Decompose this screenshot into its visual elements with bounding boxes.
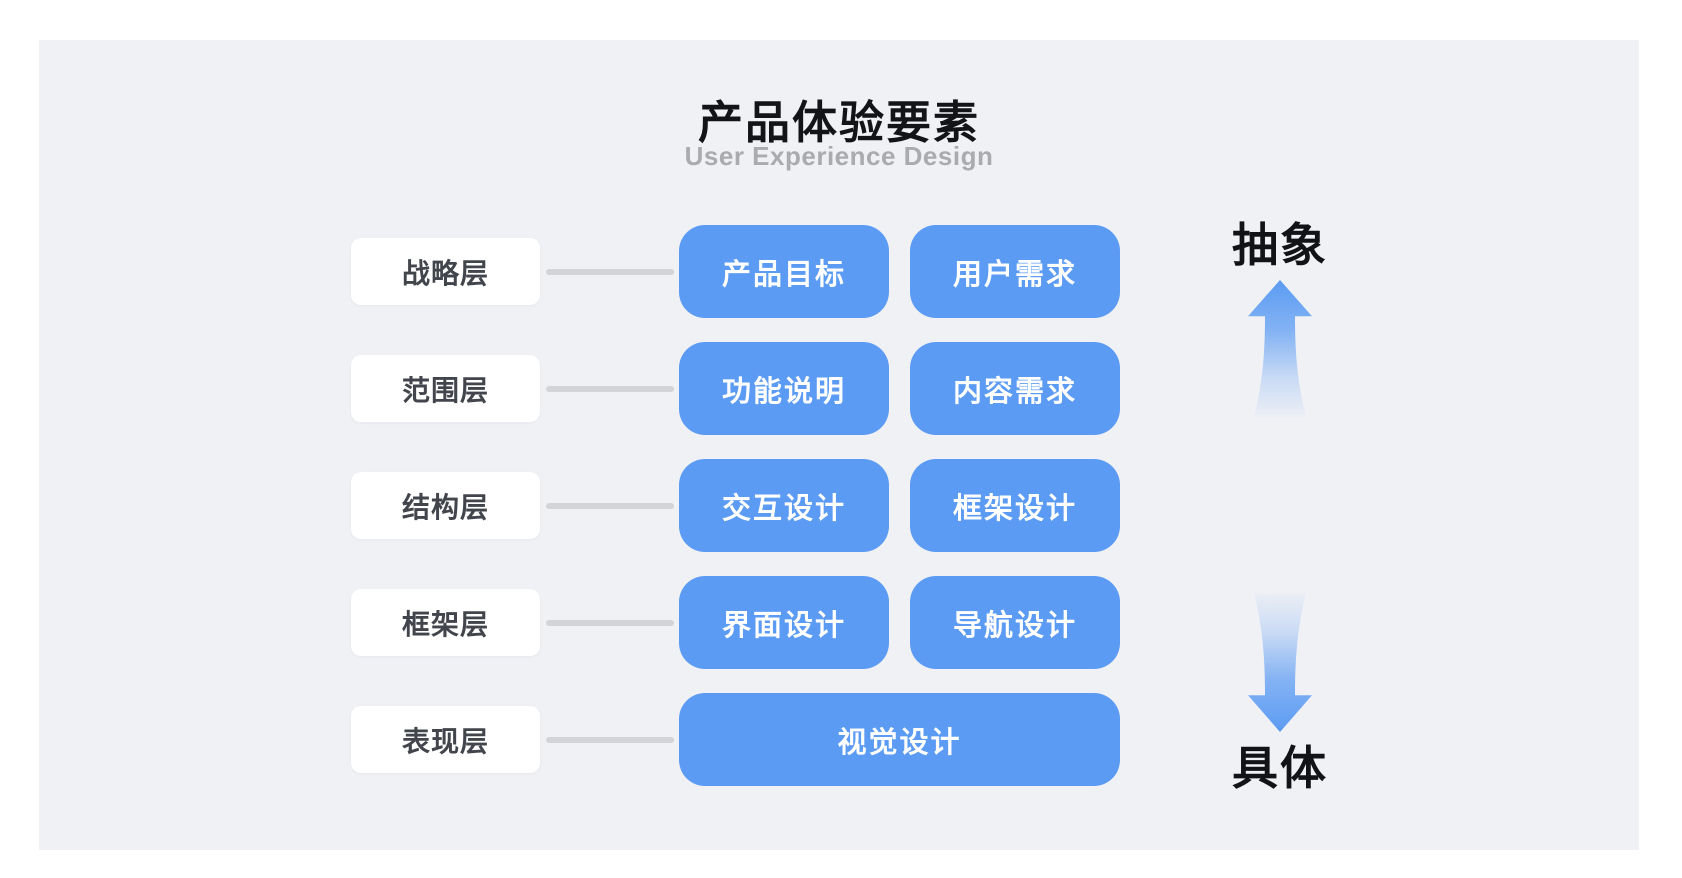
layer-row-skeleton: 框架层 界面设计 导航设计 [351,576,1120,669]
element-product-goals: 产品目标 [679,225,889,318]
layer-row-structure: 结构层 交互设计 框架设计 [351,459,1120,552]
layer-items: 产品目标 用户需求 [679,225,1120,318]
up-arrow-icon [1248,280,1312,417]
element-functional-specs: 功能说明 [679,342,889,435]
layer-items: 功能说明 内容需求 [679,342,1120,435]
layer-row-scope: 范围层 功能说明 内容需求 [351,342,1120,435]
element-framework-design: 框架设计 [910,459,1120,552]
page-title: 产品体验要素 [697,97,980,148]
diagram-panel: 产品体验要素 User Experience Design 战略层 产品目标 用… [39,40,1639,850]
element-content-requirements: 内容需求 [910,342,1120,435]
connector-line [546,385,674,392]
page-subtitle: User Experience Design [684,141,994,171]
connector-line [546,502,674,509]
layer-label-scope: 范围层 [351,355,540,422]
layer-row-surface: 表现层 视觉设计 [351,693,1120,786]
connector-line [546,268,674,275]
axis-label-concrete: 具体 [1232,742,1328,794]
axis-label-abstract: 抽象 [1232,219,1328,271]
layer-items: 视觉设计 [679,693,1120,786]
layer-items: 交互设计 框架设计 [679,459,1120,552]
down-arrow-icon [1248,593,1312,732]
layer-label-structure: 结构层 [351,472,540,539]
layer-label-strategy: 战略层 [351,238,540,305]
abstraction-axis: 抽象 [1170,40,1390,850]
layers-list: 战略层 产品目标 用户需求 范围层 功能说明 内容需求 结构层 [351,225,1120,810]
connector-line [546,736,674,743]
layer-row-strategy: 战略层 产品目标 用户需求 [351,225,1120,318]
element-visual-design: 视觉设计 [679,693,1120,786]
element-interaction-design: 交互设计 [679,459,889,552]
layer-label-skeleton: 框架层 [351,589,540,656]
element-interface-design: 界面设计 [679,576,889,669]
element-navigation-design: 导航设计 [910,576,1120,669]
connector-line [546,619,674,626]
element-user-needs: 用户需求 [910,225,1120,318]
layer-items: 界面设计 导航设计 [679,576,1120,669]
layer-label-surface: 表现层 [351,706,540,773]
